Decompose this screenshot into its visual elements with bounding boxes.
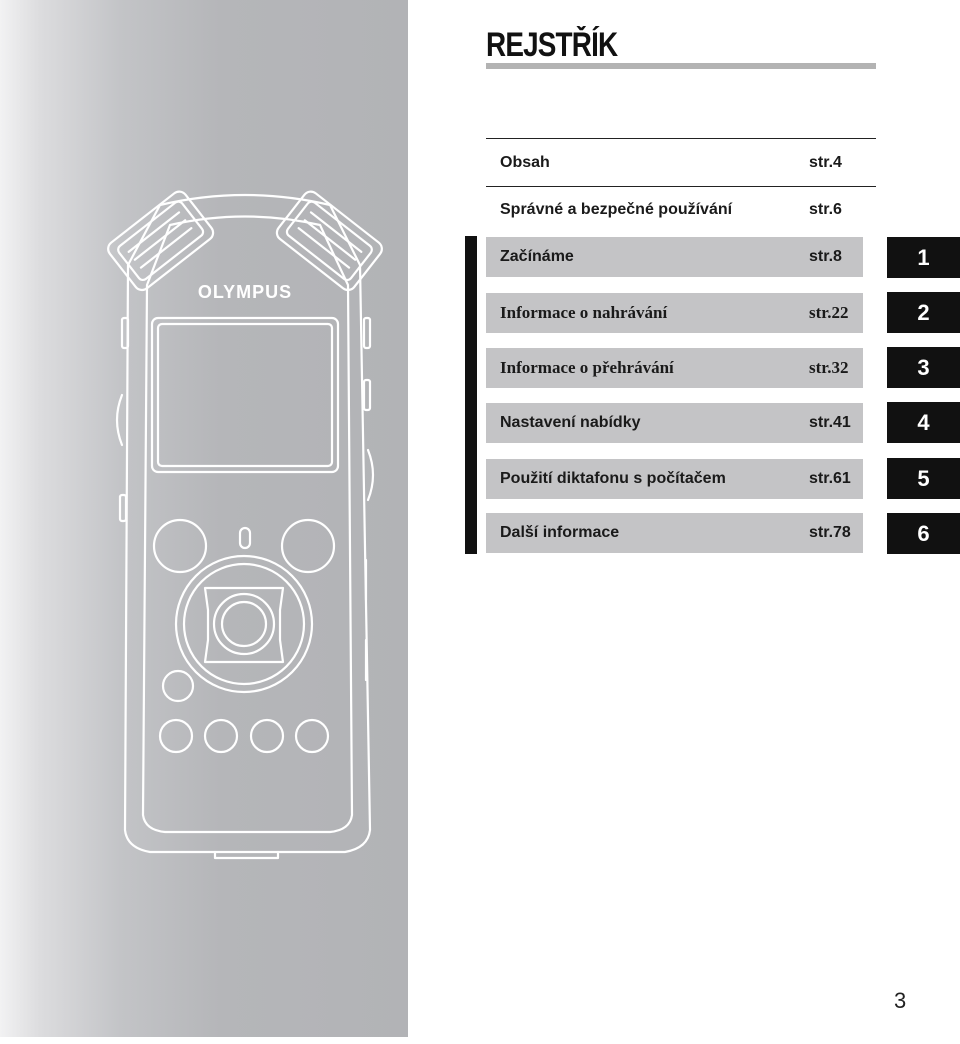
- toc-row-prehravani[interactable]: Informace o přehrávání str.32: [486, 348, 863, 388]
- device-illustration-panel: OLYMPUS: [0, 0, 408, 1037]
- chapter-tab-4[interactable]: 4: [887, 402, 960, 443]
- toc-row-dalsi-informace[interactable]: Další informace str.78: [486, 513, 863, 553]
- toc-page-ref: str.61: [809, 470, 851, 487]
- toc-label: Použití diktafonu s počítačem: [500, 470, 726, 487]
- toc-label: Správné a bezpečné používání: [500, 201, 733, 218]
- toc-row-spravne-pouzivani[interactable]: Správné a bezpečné používání str.6: [486, 190, 876, 230]
- chapter-tab-2[interactable]: 2: [887, 292, 960, 333]
- toc-label: Nastavení nabídky: [500, 414, 641, 431]
- toc-row-nastaveni-nabidky[interactable]: Nastavení nabídky str.41: [486, 403, 863, 443]
- chapter-tab-3[interactable]: 3: [887, 347, 960, 388]
- toc-label: Začínáme: [500, 248, 574, 265]
- page-title: REJSTŘÍK: [486, 26, 618, 64]
- toc-row-zaciname[interactable]: Začínáme str.8: [486, 237, 863, 277]
- chapter-tab-5[interactable]: 5: [887, 458, 960, 499]
- toc-label: Informace o nahrávání: [500, 303, 668, 322]
- toc-row-obsah[interactable]: Obsah str.4: [486, 143, 876, 183]
- toc-row-pocitac[interactable]: Použití diktafonu s počítačem str.61: [486, 459, 863, 499]
- brand-logo: OLYMPUS: [198, 282, 292, 302]
- toc-page-ref: str.4: [809, 154, 842, 171]
- toc-page-ref: str.6: [809, 201, 842, 218]
- divider: [486, 138, 876, 139]
- toc-label: Informace o přehrávání: [500, 358, 674, 377]
- toc-page-ref: str.78: [809, 524, 851, 541]
- toc-label: Další informace: [500, 524, 620, 541]
- toc-row-nahravani[interactable]: Informace o nahrávání str.22: [486, 293, 863, 333]
- chapter-tab-6[interactable]: 6: [887, 513, 960, 554]
- divider: [486, 186, 876, 187]
- page-number: 3: [894, 988, 907, 1013]
- chapter-bracket-bar: [465, 236, 477, 554]
- toc-page-ref: str.8: [809, 248, 842, 265]
- chapter-tab-1[interactable]: 1: [887, 237, 960, 278]
- toc-label: Obsah: [500, 154, 550, 171]
- voice-recorder-illustration: OLYMPUS: [107, 190, 383, 860]
- toc-page-ref: str.22: [809, 303, 849, 322]
- title-underline: [486, 63, 876, 69]
- toc-page-ref: str.41: [809, 414, 851, 431]
- toc-page-ref: str.32: [809, 358, 849, 377]
